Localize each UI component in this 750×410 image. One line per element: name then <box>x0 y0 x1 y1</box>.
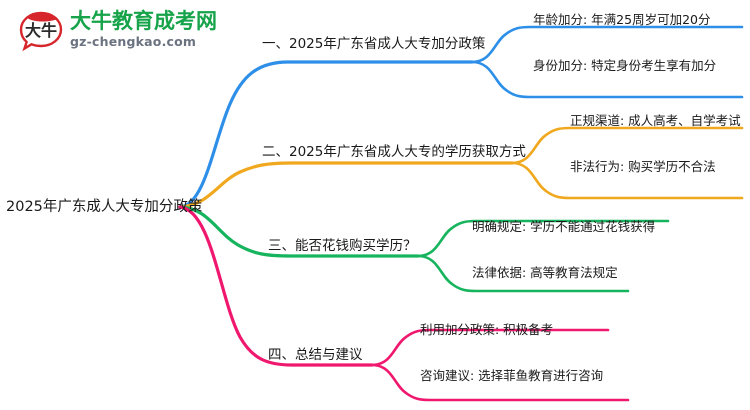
mindmap-root-node[interactable]: 2025年广东成人大专加分政策 <box>6 199 203 215</box>
connector-root-branch2 <box>178 161 514 209</box>
connector-branch2-child1 <box>510 126 744 165</box>
mindmap-branch-1-label[interactable]: 一、2025年广东省成人大专加分政策 <box>262 36 486 52</box>
mindmap-branch-4-child-2-label[interactable]: 咨询建议: 选择菲鱼教育进行咨询 <box>420 368 604 383</box>
logo-text: 大牛教育成考网 gz-chengkao.com <box>70 8 234 54</box>
mindmap-branch-2-label[interactable]: 二、2025年广东省成人大专的学历获取方式 <box>262 144 526 160</box>
logo-mark-icon: 大牛 <box>19 11 63 52</box>
svg-text:大牛: 大牛 <box>25 21 57 40</box>
mindmap-branch-1-child-2-label[interactable]: 身份加分: 特定身份考生享有加分 <box>533 58 717 73</box>
mindmap-branch-3-label[interactable]: 三、能否花钱购买学历？ <box>268 238 417 254</box>
mindmap-branch-2-child-2-label[interactable]: 非法行为: 购买学历不合法 <box>570 159 716 174</box>
logo-brand-cn: 大牛教育成考网 <box>70 9 217 33</box>
mindmap-branch-3-child-1-label[interactable]: 明确规定: 学历不能通过花钱获得 <box>472 219 656 234</box>
site-logo[interactable]: 大牛 大牛教育成考网 gz-chengkao.com <box>18 8 234 56</box>
connector-root-branch1 <box>178 60 474 209</box>
mindmap-branch-1-child-1-label[interactable]: 年龄加分: 年满25周岁可加20分 <box>533 12 711 27</box>
connector-root-branch4 <box>178 205 374 367</box>
mindmap-branch-4-child-1-label[interactable]: 利用加分政策: 积极备考 <box>420 322 554 337</box>
mindmap-branch-2-child-1-label[interactable]: 正规渠道: 成人高考、自学考试 <box>570 113 741 128</box>
connector-branch1-child1 <box>470 25 744 64</box>
mindmap-branch-4-label[interactable]: 四、总结与建议 <box>268 347 363 363</box>
logo-brand-url: gz-chengkao.com <box>70 34 197 49</box>
mindmap-branch-3-child-2-label[interactable]: 法律依据: 高等教育法规定 <box>472 265 618 280</box>
